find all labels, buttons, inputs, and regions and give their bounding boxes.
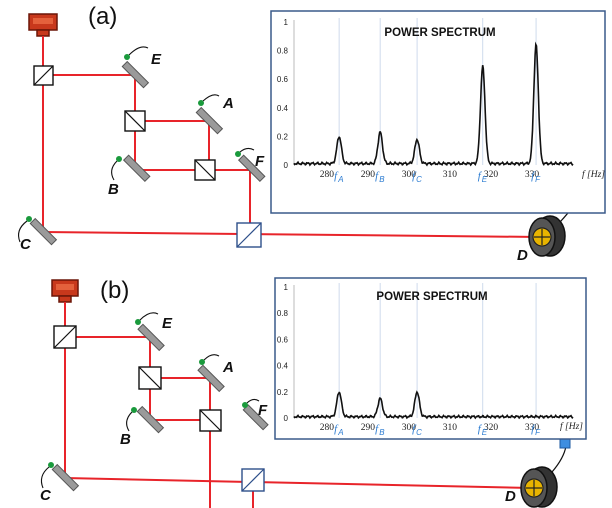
chart-b-ytick-label: 0.8	[277, 309, 289, 318]
chart-a-xtick-label: 330	[525, 170, 540, 180]
mirror-c-icon	[18, 216, 58, 246]
chart-a-xunit: f [Hz]	[582, 169, 605, 180]
chart-b-xunit: f [Hz]	[560, 421, 583, 432]
chart-a-ytick-label: 0.8	[277, 47, 289, 56]
panel-b: (b)	[40, 277, 587, 508]
mirror-a-icon	[197, 354, 225, 393]
chart-a-freq-label: fF	[531, 170, 541, 184]
chart-b-freq-label: fF	[531, 423, 541, 437]
panel-a-label: (a)	[88, 3, 117, 30]
chart-b-spectrum-line	[293, 390, 574, 420]
chart-a-freq-label: fE	[478, 170, 488, 184]
chart-a-xtick-label: 290	[361, 170, 376, 180]
mirror-f-icon	[242, 398, 269, 431]
chart-a-spectrum-line	[293, 41, 574, 167]
beam-splitter-icon	[194, 159, 216, 181]
beam-splitter-icon	[236, 222, 262, 248]
chart-a-xtick-label: 320	[484, 170, 499, 180]
chart-b-ytick-label: 0.6	[277, 335, 289, 344]
chart-a-xtick-label: 280	[320, 170, 335, 180]
chart-b-freq-label: fB	[375, 423, 385, 437]
chart-b-freq-label: fA	[334, 423, 343, 437]
chart-a-ytick-label: 0	[284, 161, 289, 170]
chart-a-ytick-label: 0.6	[277, 75, 289, 84]
laser-icon	[51, 279, 79, 303]
chart-b-freq-label: fE	[478, 423, 488, 437]
panel-b-label: (b)	[100, 277, 129, 304]
chart-b-title: POWER SPECTRUM	[376, 291, 487, 303]
power-spectrum-chart-a: POWER SPECTRUM 0 0.2 0.4 0.6 0.8 1 280 290 300 3…	[270, 10, 606, 214]
mirror-f-label: F	[255, 153, 265, 170]
beam-splitter-icon	[241, 468, 265, 492]
panel-a: (a)	[18, 3, 606, 264]
beam-splitter-icon	[199, 409, 222, 432]
mirror-f-label: F	[258, 402, 268, 419]
chart-b-ytick-label: 0	[284, 414, 289, 423]
chart-b-xtick-label: 330	[525, 423, 540, 433]
chart-b-ytick-label: 1	[284, 283, 289, 292]
chart-b-xtick-label: 290	[361, 423, 376, 433]
beam-splitter-icon	[138, 366, 162, 390]
chart-a-xtick-label: 300	[402, 170, 417, 180]
detector-d-label: D	[517, 247, 528, 264]
chart-b-xtick-label: 320	[484, 423, 499, 433]
beam-splitter-icon	[124, 110, 146, 132]
mirror-e-label: E	[151, 51, 162, 68]
chart-b-ytick-label: 0.4	[277, 362, 289, 371]
laser-icon	[28, 13, 58, 37]
detector-d-label: D	[505, 488, 516, 505]
chart-a-frame	[270, 10, 606, 214]
chart-a-freq-label: fA	[334, 170, 343, 184]
beam-splitter-icon	[33, 65, 54, 86]
chart-b-frame	[274, 277, 587, 440]
chart-a-title: POWER SPECTRUM	[384, 27, 495, 39]
mirror-c-icon	[40, 462, 80, 492]
mirror-b-icon	[111, 154, 151, 183]
chart-b-xtick-label: 280	[320, 423, 335, 433]
chart-a-freq-label: fC	[412, 170, 422, 184]
mirror-e-icon	[135, 312, 165, 352]
detector-d-icon	[520, 438, 571, 508]
beam-splitter-icon	[53, 325, 77, 349]
mirror-e-icon	[121, 46, 150, 89]
mirror-b-icon	[126, 405, 165, 434]
chart-a-freq-label: fB	[375, 170, 385, 184]
chart-b-xtick-label: 300	[402, 423, 417, 433]
mirror-a-icon	[195, 94, 224, 135]
detector-d-icon	[528, 187, 601, 257]
chart-a-ytick-label: 1	[284, 18, 289, 27]
chart-a-xtick-label: 310	[443, 170, 458, 180]
chart-a-ytick-label: 0.2	[277, 132, 289, 141]
mirror-b-label: B	[120, 431, 131, 448]
chart-b-xtick-label: 310	[443, 423, 458, 433]
mirror-c-label: C	[40, 487, 52, 504]
chart-a-ytick-label: 0.4	[277, 104, 289, 113]
mirror-c-label: C	[20, 236, 32, 253]
mirror-f-icon	[235, 147, 266, 183]
mirror-e-label: E	[162, 315, 173, 332]
chart-b-freq-label: fC	[412, 423, 422, 437]
chart-b-ytick-label: 0.2	[277, 388, 289, 397]
mirror-a-label: A	[222, 359, 234, 376]
mirror-b-label: B	[108, 181, 119, 198]
power-spectrum-chart-b: POWER SPECTRUM 0 0.2 0.4 0.6 0.8 1 280 290 300 3…	[274, 277, 587, 440]
mirror-a-label: A	[222, 95, 234, 112]
